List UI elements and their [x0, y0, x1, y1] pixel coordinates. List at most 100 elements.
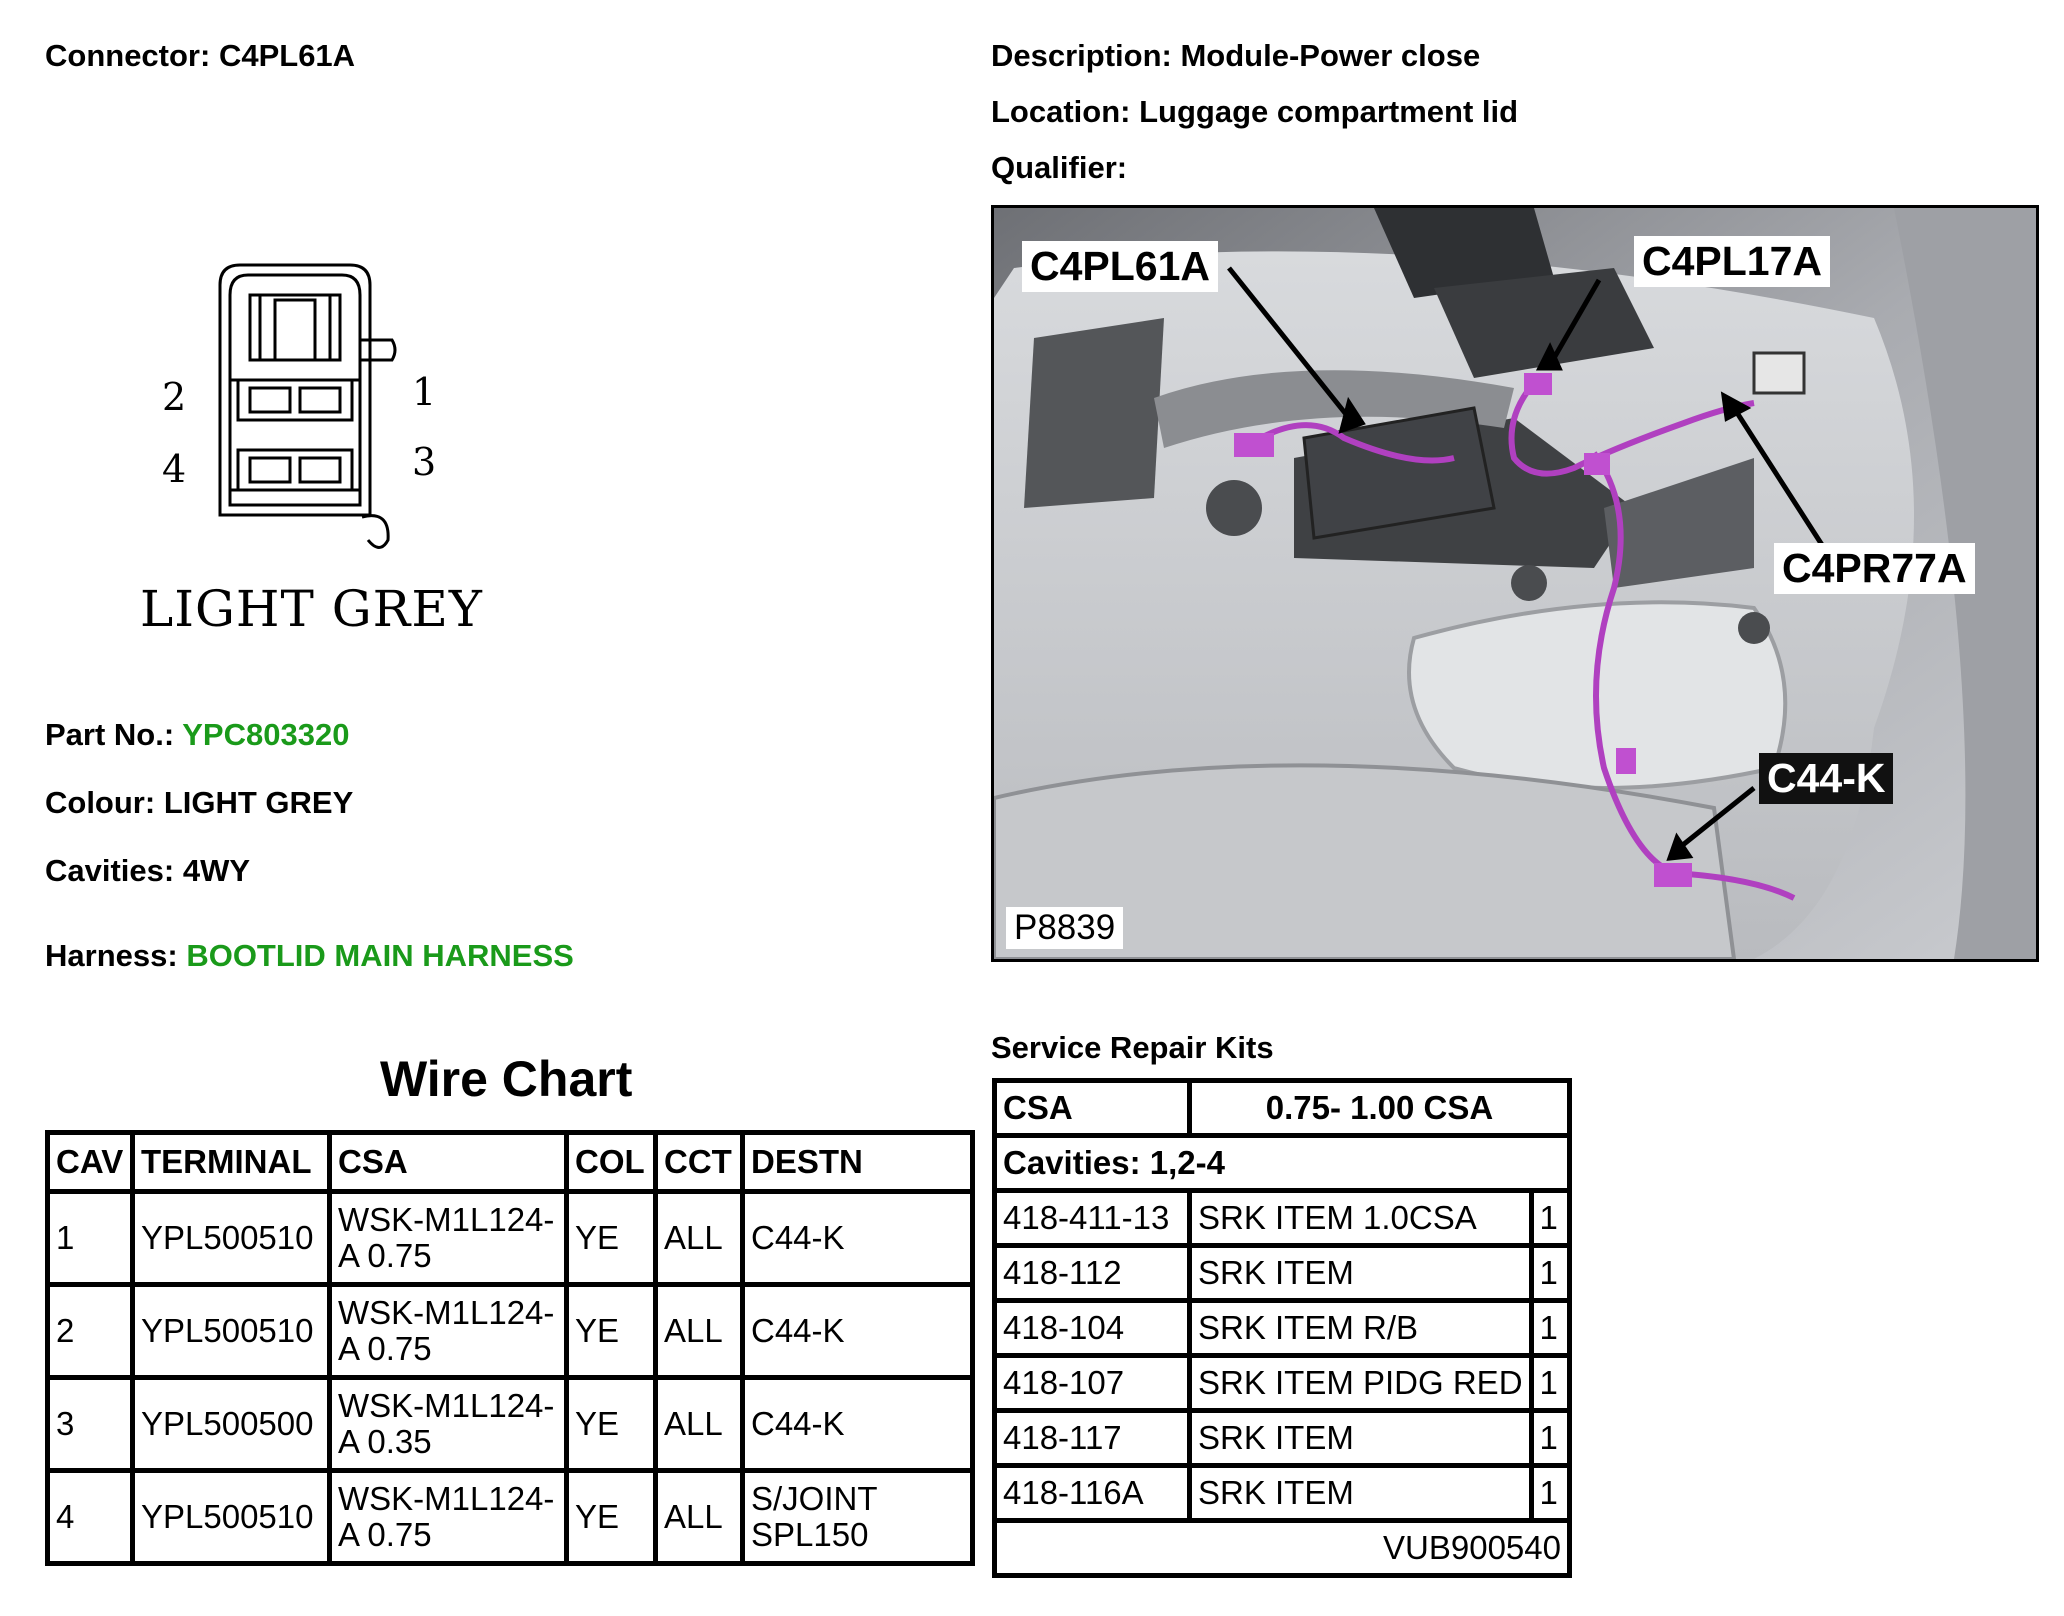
kit-qty: 1 [1528, 1463, 1573, 1523]
kit-desc: SRK ITEM R/B [1186, 1298, 1534, 1358]
kit-qty: 1 [1528, 1298, 1573, 1358]
csa-line-1: WSK-M1L124- [338, 1479, 555, 1517]
csa-cell: WSK-M1L124-A 0.35 [327, 1375, 569, 1473]
destn-line-1: C44-K [751, 1404, 845, 1442]
table-row: 3 YPL500500 WSK-M1L124-A 0.35 YE ALL C44… [45, 1375, 975, 1473]
csa-cell: WSK-M1L124-A 0.75 [327, 1189, 569, 1287]
cav-cell: 3 [45, 1375, 135, 1473]
kit-desc: SRK ITEM [1186, 1243, 1534, 1303]
pin-label-2: 2 [162, 375, 187, 419]
header-col: COL [564, 1130, 658, 1194]
destn-cell: C44-K [740, 1375, 975, 1473]
cavities-label: Cavities: [45, 853, 175, 888]
terminal-cell: YPL500510 [130, 1282, 332, 1380]
terminal-cell: YPL500500 [130, 1375, 332, 1473]
kits-cavities-row: Cavities: 1,2-4 [992, 1133, 1572, 1193]
csa-line-2: A 0.35 [338, 1423, 432, 1460]
list-item: 418-112 SRK ITEM 1 [992, 1243, 1573, 1303]
kit-desc: SRK ITEM PIDG RED [1186, 1353, 1534, 1413]
kit-desc: SRK ITEM 1.0CSA [1186, 1188, 1534, 1248]
qualifier-label: Qualifier: [991, 150, 1128, 185]
cavities-value: 4WY [182, 853, 251, 888]
list-item: 418-116A SRK ITEM 1 [992, 1463, 1573, 1523]
connector-line: Connector: C4PL61A [45, 38, 355, 74]
kits-csa-value: 0.75- 1.00 CSA [1186, 1078, 1573, 1138]
csa-line-1: WSK-M1L124- [338, 1200, 555, 1238]
location-line: Location: Luggage compartment lid [991, 94, 1518, 130]
colour-value: LIGHT GREY [163, 785, 354, 820]
harness-value[interactable]: BOOTLID MAIN HARNESS [186, 938, 574, 973]
location-photo: C4PL61A C4PL17A C4PR77A C44-K P8839 [991, 205, 2039, 962]
destn-cell: C44-K [740, 1282, 975, 1380]
kit-code: 418-116A [992, 1463, 1192, 1523]
kit-code: 418-107 [992, 1353, 1192, 1413]
list-item: 418-411-13 SRK ITEM 1.0CSA 1 [992, 1188, 1573, 1248]
connector-label: Connector: [45, 38, 211, 73]
kit-code: 418-411-13 [992, 1188, 1192, 1248]
cav-cell: 1 [45, 1189, 135, 1287]
service-kits-title: Service Repair Kits [991, 1030, 1274, 1065]
header-destn: DESTN [740, 1130, 975, 1194]
callout-c4pr77a: C4PR77A [1774, 543, 1975, 595]
kit-qty: 1 [1528, 1243, 1573, 1303]
header-terminal: TERMINAL [130, 1130, 332, 1194]
kit-qty: 1 [1528, 1408, 1573, 1468]
colour-line: Colour: LIGHT GREY [45, 785, 353, 821]
col-cell: YE [564, 1375, 658, 1473]
kit-code: 418-117 [992, 1408, 1192, 1468]
csa-line-2: A 0.75 [338, 1330, 432, 1367]
destn-line-2: SPL150 [751, 1516, 869, 1553]
photo-reference: P8839 [1006, 907, 1124, 949]
csa-line-2: A 0.75 [338, 1516, 432, 1553]
cct-cell: ALL [653, 1282, 745, 1380]
wire-chart-header-row: CAV TERMINAL CSA COL CCT DESTN [45, 1130, 975, 1194]
kit-code: 418-112 [992, 1243, 1192, 1303]
list-item: 418-104 SRK ITEM R/B 1 [992, 1298, 1573, 1358]
harness-line: Harness: BOOTLID MAIN HARNESS [45, 938, 574, 974]
csa-cell: WSK-M1L124-A 0.75 [327, 1468, 569, 1566]
kits-csa-label: CSA [992, 1078, 1192, 1138]
destn-line-1: C44-K [751, 1311, 845, 1349]
colour-label: Colour: [45, 785, 156, 820]
pin-label-1: 1 [412, 370, 437, 414]
service-kits-table: CSA 0.75- 1.00 CSA Cavities: 1,2-4 418-4… [992, 1078, 1573, 1578]
header-cct: CCT [653, 1130, 745, 1194]
destn-line-1: S/JOINT [751, 1479, 878, 1517]
kit-code: 418-104 [992, 1298, 1192, 1358]
qualifier-line: Qualifier: [991, 150, 1127, 186]
kit-qty: 1 [1528, 1353, 1573, 1413]
destn-line-1: C44-K [751, 1218, 845, 1256]
col-cell: YE [564, 1282, 658, 1380]
description-value: Module-Power close [1180, 38, 1481, 73]
csa-cell: WSK-M1L124-A 0.75 [327, 1282, 569, 1380]
connector-drawing: 2 1 4 3 [130, 255, 490, 575]
cav-cell: 4 [45, 1468, 135, 1566]
callout-c4pl17a: C4PL17A [1634, 236, 1831, 288]
table-row: 4 YPL500510 WSK-M1L124-A 0.75 YE ALL S/J… [45, 1468, 975, 1566]
wire-chart-table: CAV TERMINAL CSA COL CCT DESTN 1 YPL5005… [45, 1130, 975, 1566]
table-row: 2 YPL500510 WSK-M1L124-A 0.75 YE ALL C44… [45, 1282, 975, 1380]
part-no-line: Part No.: YPC803320 [45, 717, 349, 753]
header-csa: CSA [327, 1130, 569, 1194]
connector-caption: LIGHT GREY [140, 580, 483, 638]
part-no-value[interactable]: YPC803320 [182, 717, 350, 752]
kits-footer-row: VUB900540 [992, 1518, 1572, 1578]
terminal-cell: YPL500510 [130, 1189, 332, 1287]
destn-cell: C44-K [740, 1189, 975, 1287]
list-item: 418-117 SRK ITEM 1 [992, 1408, 1573, 1468]
pin-label-4: 4 [162, 447, 187, 491]
connector-value: C4PL61A [218, 38, 356, 73]
kit-desc: SRK ITEM [1186, 1408, 1534, 1468]
cct-cell: ALL [653, 1189, 745, 1287]
csa-line-1: WSK-M1L124- [338, 1386, 555, 1424]
kits-cavities: Cavities: 1,2-4 [992, 1133, 1572, 1193]
csa-line-2: A 0.75 [338, 1237, 432, 1274]
list-item: 418-107 SRK ITEM PIDG RED 1 [992, 1353, 1573, 1413]
kit-qty: 1 [1528, 1188, 1573, 1248]
wire-chart-title: Wire Chart [380, 1051, 633, 1107]
cct-cell: ALL [653, 1468, 745, 1566]
cct-cell: ALL [653, 1375, 745, 1473]
col-cell: YE [564, 1189, 658, 1287]
col-cell: YE [564, 1468, 658, 1566]
